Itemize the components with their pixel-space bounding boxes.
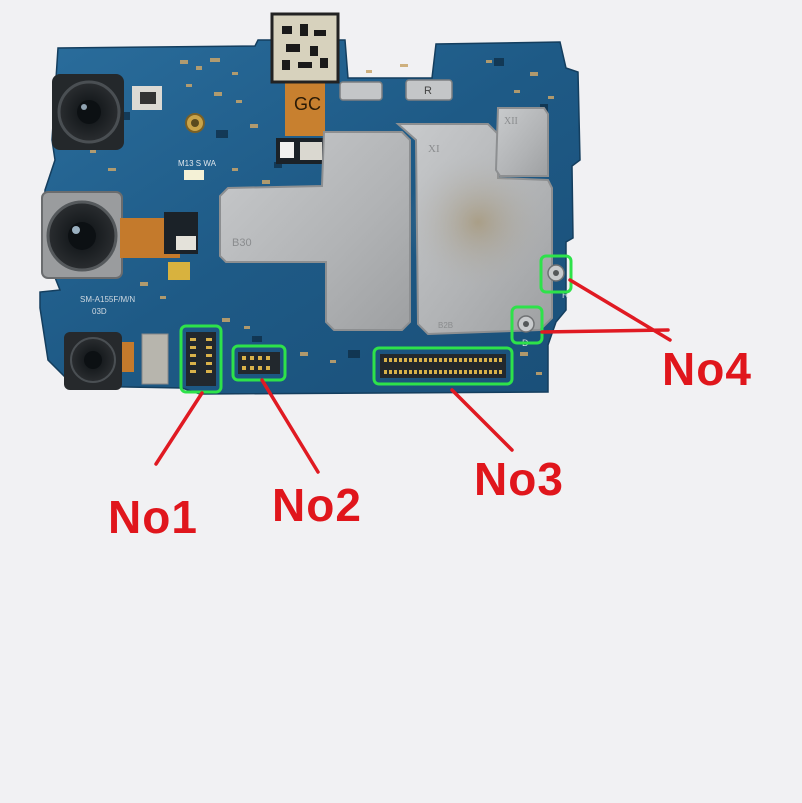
- revision-marking: 03D: [92, 307, 107, 316]
- callout-line-no2: [260, 378, 320, 474]
- model-marking: SM-A155F/M/N: [80, 295, 135, 304]
- shield-top-right: [494, 107, 549, 177]
- highlight-box-no4-d: [510, 305, 544, 345]
- callout-line-no1: [154, 391, 204, 466]
- top-flex-cable: [285, 78, 325, 136]
- camera-wide: [41, 191, 123, 279]
- shield-corner-marking: B2B: [438, 321, 453, 330]
- callout-label-no1: No1: [108, 491, 198, 543]
- pcb-components: [90, 58, 554, 375]
- callout-label-no2: No2: [272, 479, 362, 531]
- top-connector: [270, 12, 340, 84]
- callout-lines: [154, 278, 672, 474]
- callout-label-no4: No4: [662, 343, 752, 395]
- shield-top-right-marking: XII: [504, 116, 518, 127]
- camera-macro: [64, 332, 122, 390]
- callout-line-no3: [450, 388, 514, 452]
- shield-left: [219, 131, 411, 331]
- shield-right-marking: XI: [428, 143, 440, 155]
- antenna-connector-r: [547, 264, 565, 282]
- connector-no2: [238, 352, 280, 374]
- flex-marking: GC: [294, 94, 321, 114]
- clip-marking: R: [424, 85, 432, 97]
- highlight-boxes: [179, 254, 573, 394]
- highlight-box-no3: [372, 346, 514, 386]
- highlight-box-no4-r: [539, 254, 573, 294]
- shield-left-marking: B30: [232, 237, 252, 249]
- antenna-connector-d: [517, 315, 535, 333]
- highlight-box-no2: [231, 344, 287, 382]
- camera-main-top: [52, 74, 124, 150]
- metal-clips: [339, 79, 453, 101]
- callout-line-no4-b: [540, 328, 670, 334]
- crystal: [141, 333, 169, 385]
- antenna-r-marking: R: [562, 290, 569, 300]
- callout-label-no3: No3: [474, 453, 564, 505]
- connector-no1: [186, 332, 216, 386]
- chip-marking: M13 S WA: [178, 159, 217, 168]
- connector-no3: [380, 354, 506, 378]
